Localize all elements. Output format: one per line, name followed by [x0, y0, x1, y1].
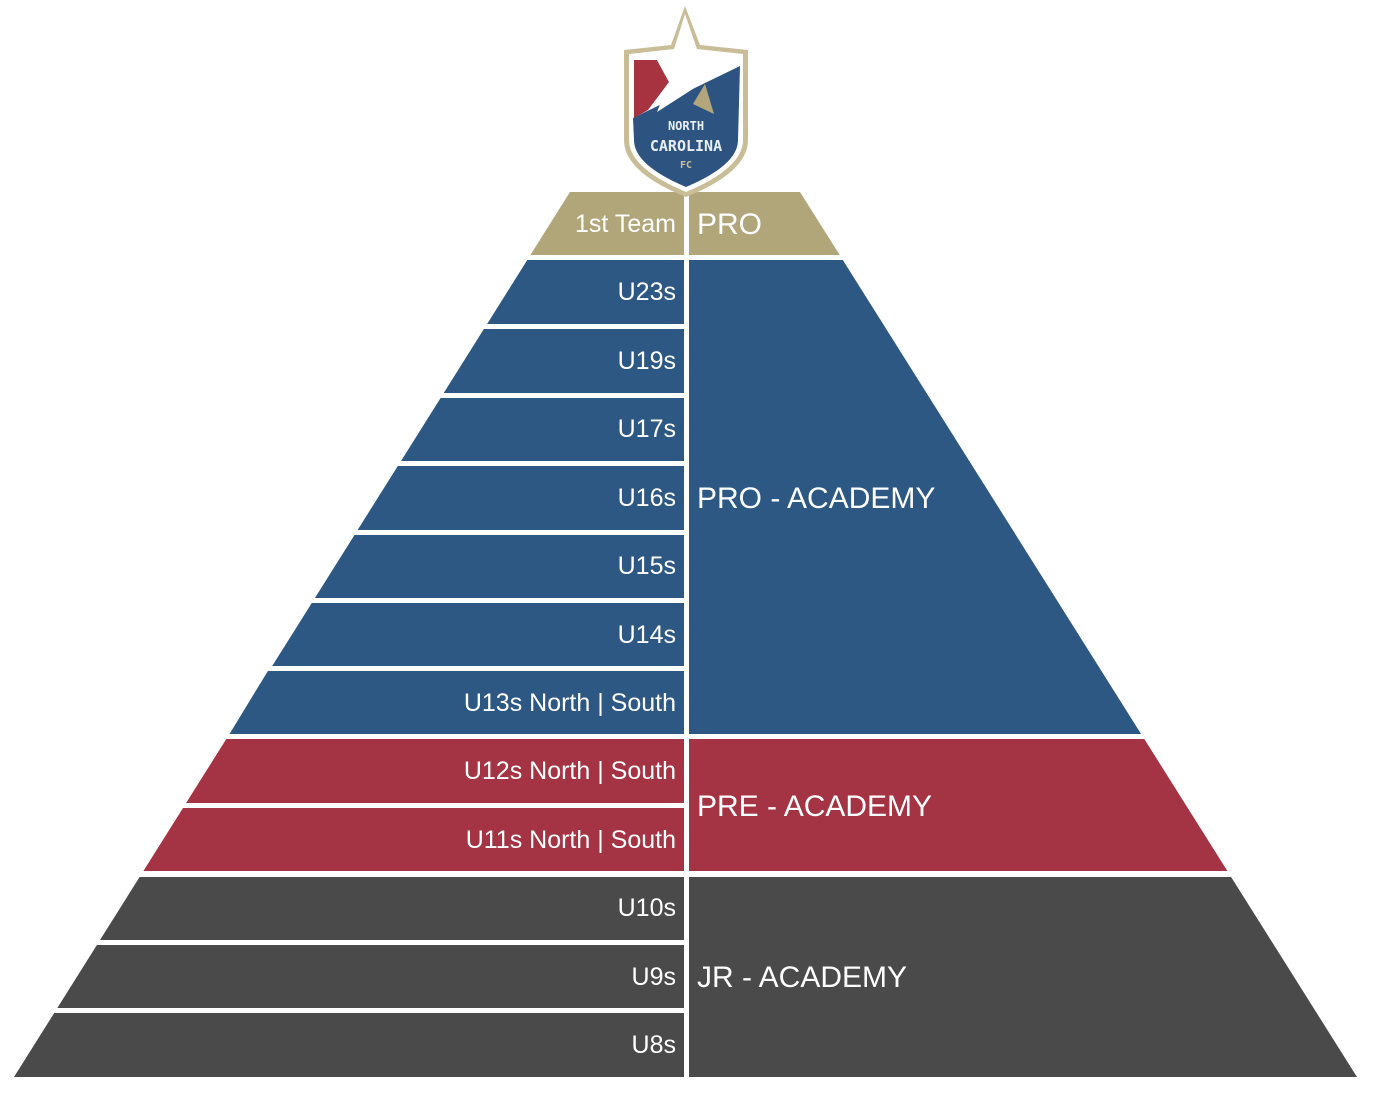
row-u11s: [143, 808, 684, 871]
team-label-u9s: U9s: [631, 963, 676, 991]
tier-label-pre-academy: PRE - ACADEMY: [697, 790, 933, 823]
team-label-u17s: U17s: [617, 415, 676, 443]
team-label-u11s: U11s North | South: [465, 826, 676, 854]
team-label-u23s: U23s: [617, 278, 676, 306]
row-u19s: [443, 329, 684, 393]
logo-text-fc: FC: [679, 160, 693, 171]
team-label-u10s: U10s: [617, 894, 676, 922]
tier-label-pro-academy: PRO - ACADEMY: [697, 482, 936, 515]
row-u15s: [314, 535, 684, 598]
tier-pro-block: [689, 192, 840, 255]
tier-pro-academy-block: [689, 260, 1142, 734]
logo-text-carolina: CAROLINA: [649, 137, 723, 155]
team-label-u16s: U16s: [617, 484, 676, 512]
team-label-u13s: U13s North | South: [463, 689, 676, 717]
row-u9s: [57, 945, 685, 1008]
tier-jr-academy-block: [689, 877, 1357, 1077]
row-u14s: [272, 603, 684, 666]
team-label-u19s: U19s: [617, 347, 676, 375]
logo-text-north: NORTH: [667, 119, 705, 133]
tier-label-pro: PRO: [697, 208, 763, 241]
row-u16s: [357, 466, 684, 530]
tier-pre-academy-block: [689, 739, 1228, 871]
row-u12s: [186, 739, 684, 803]
team-label-1st-team: 1st Team: [575, 210, 676, 238]
row-u13s: [229, 671, 684, 734]
row-u23s: [487, 260, 684, 324]
row-1st-team: [530, 192, 684, 255]
tier-label-jr-academy: JR - ACADEMY: [697, 961, 908, 994]
team-label-u8s: U8s: [631, 1031, 676, 1059]
team-label-u14s: U14s: [617, 621, 676, 649]
ncfc-crest-logo: [624, 6, 748, 197]
row-u10s: [100, 877, 684, 940]
row-u8s: [14, 1013, 684, 1077]
team-label-u12s: U12s North | South: [463, 757, 676, 785]
row-u17s: [401, 398, 684, 461]
team-label-u15s: U15s: [617, 552, 676, 580]
